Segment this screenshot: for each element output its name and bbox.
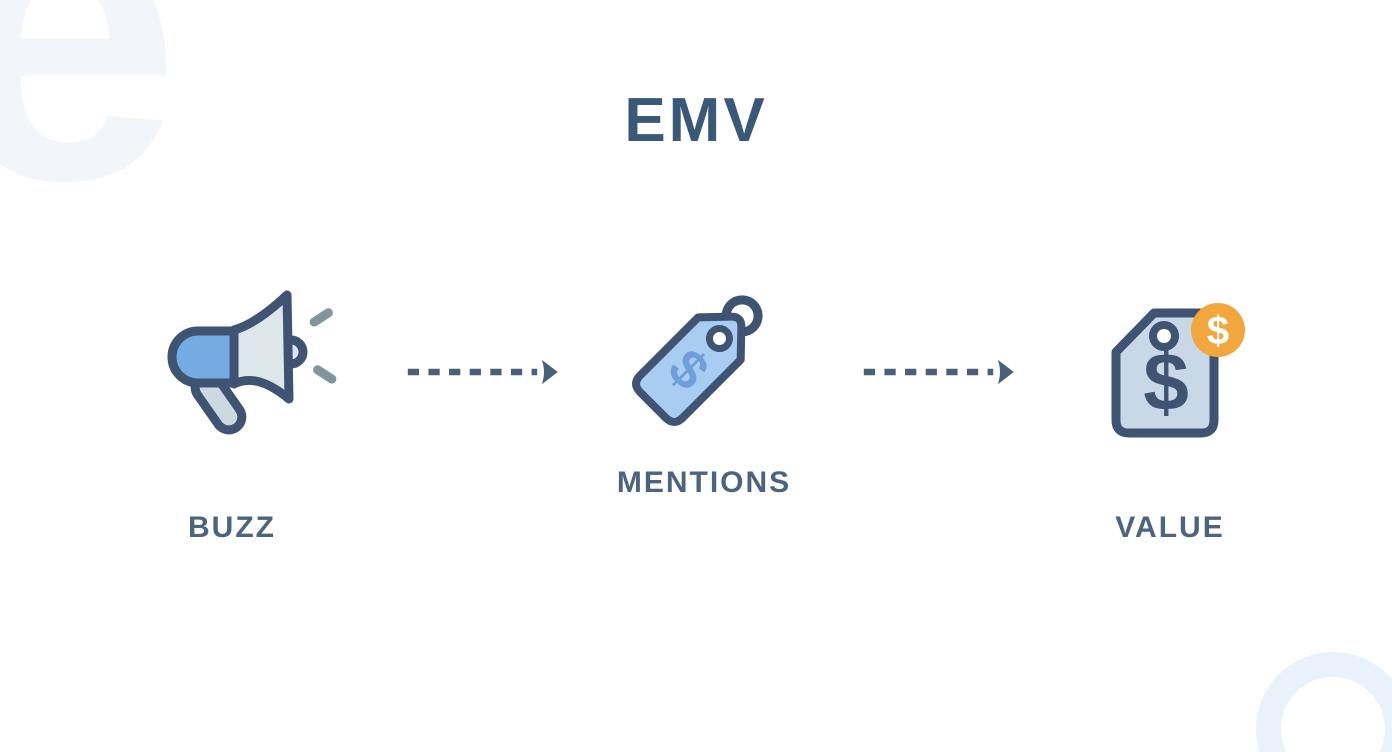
step-buzz-icon-box: [150, 280, 355, 455]
page-title: EMV: [624, 86, 768, 155]
tag-hole: [705, 325, 733, 353]
coin-dollar-sign: $: [1207, 309, 1229, 353]
sound-dash-bottom: [313, 365, 337, 384]
price-tag-icon: $: [632, 295, 763, 426]
watermark-ring: [1256, 652, 1392, 752]
step-mentions-icon-box: $: [616, 276, 776, 446]
dashed-arrow-icon: [863, 359, 1014, 385]
watermark-letter-e: e: [0, 0, 182, 270]
arrow-head: [541, 359, 558, 385]
arrow-head: [997, 359, 1014, 385]
sound-dash-top: [309, 308, 333, 327]
step-value-icon-box: $ $: [1098, 292, 1253, 442]
dashed-arrow-icon: [407, 359, 558, 385]
coin-badge: [1191, 303, 1245, 357]
megaphone-icon: [167, 290, 337, 435]
megaphone-cone: [229, 290, 294, 404]
step-label-buzz: BUZZ: [188, 511, 276, 544]
tag-dollar-sign: $: [1143, 337, 1189, 428]
connector-buzz-to-mentions: [400, 357, 560, 387]
tag-hole: [1149, 321, 1179, 351]
connector-mentions-to-value: [856, 357, 1016, 387]
money-tag-icon: $ $: [1111, 303, 1245, 438]
step-label-value: VALUE: [1115, 511, 1225, 544]
megaphone-back: [167, 326, 239, 388]
step-label-mentions: MENTIONS: [616, 466, 792, 499]
